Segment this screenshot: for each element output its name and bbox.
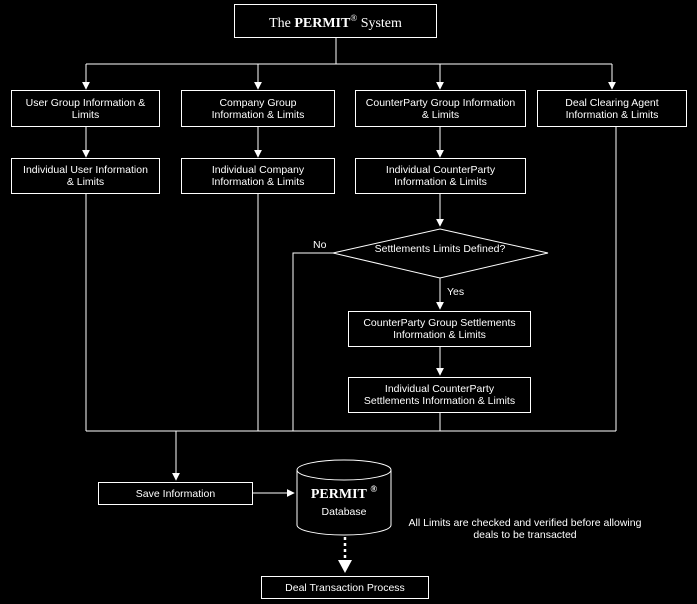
individual-user-line1: Individual User Information [23,164,148,176]
dotted-arrow-head [338,560,352,573]
no-branch-line [292,252,333,431]
individual-company-line1: Individual Company [211,164,305,176]
individual-user-box: Individual User Information& Limits [11,158,160,194]
individual-cp-settlements-line2: Settlements Information & Limits [363,395,516,407]
counterparty-group-line2: & Limits [421,108,460,121]
title-suffix: System [360,16,402,31]
no-label: No [313,239,327,251]
note-line2: allowing deals to be transacted [473,517,642,541]
decision-line1: Settlements Limits [374,243,461,255]
company-group-line2: Information & Limits [211,108,305,121]
individual-company-line2: Information & Limits [211,176,305,188]
individual-user-line2: & Limits [66,176,105,188]
database-label: PERMIT ® Database [297,484,391,518]
title-box: The PERMIT® System [234,4,437,38]
decision-line2: Defined? [463,243,506,255]
database-subtitle: Database [321,506,367,518]
title-registered-mark: ® [350,13,358,23]
user-group-line1: User Group Information & [25,96,146,109]
counterparty-group-box: CounterParty Group Information& Limits [355,90,526,127]
user-group-line2: Limits [71,108,100,121]
title-text: The PERMIT® System [269,12,402,31]
database-body [296,470,392,536]
database-registered-mark: ® [370,484,378,494]
database-title: PERMIT ® [297,484,391,503]
deal-clearing-agent-line2: Information & Limits [565,108,659,121]
yes-label: Yes [447,286,465,298]
cp-group-settlements-line2: Information & Limits [393,329,486,341]
title-prefix: The [269,16,291,31]
deal-clearing-agent-line1: Deal Clearing Agent [565,96,659,109]
database-brand: PERMIT [310,487,367,502]
individual-counterparty-line2: Information & Limits [394,176,487,188]
title-brand: PERMIT [294,16,351,31]
note-line1: All Limits are checked and verified befo… [408,517,601,529]
deal-transaction-label: Deal Transaction Process [285,581,405,594]
deal-transaction-process-box: Deal Transaction Process [261,576,429,599]
individual-cp-settlements-line1: Individual CounterParty [384,383,495,395]
individual-counterparty-line1: Individual CounterParty [385,164,496,176]
database-top [296,459,392,481]
save-information-label: Save Information [135,487,216,500]
user-group-box: User Group Information &Limits [11,90,160,127]
company-group-line1: Company Group [219,96,297,109]
cp-group-settlements-line1: CounterParty Group Settlements [363,317,516,329]
settlements-decision-label: Settlements Limits Defined? [370,243,510,255]
save-information-box: Save Information [98,482,253,505]
counterparty-group-line1: CounterParty Group Information [365,96,516,109]
verification-note: All Limits are checked and verified befo… [400,517,650,541]
